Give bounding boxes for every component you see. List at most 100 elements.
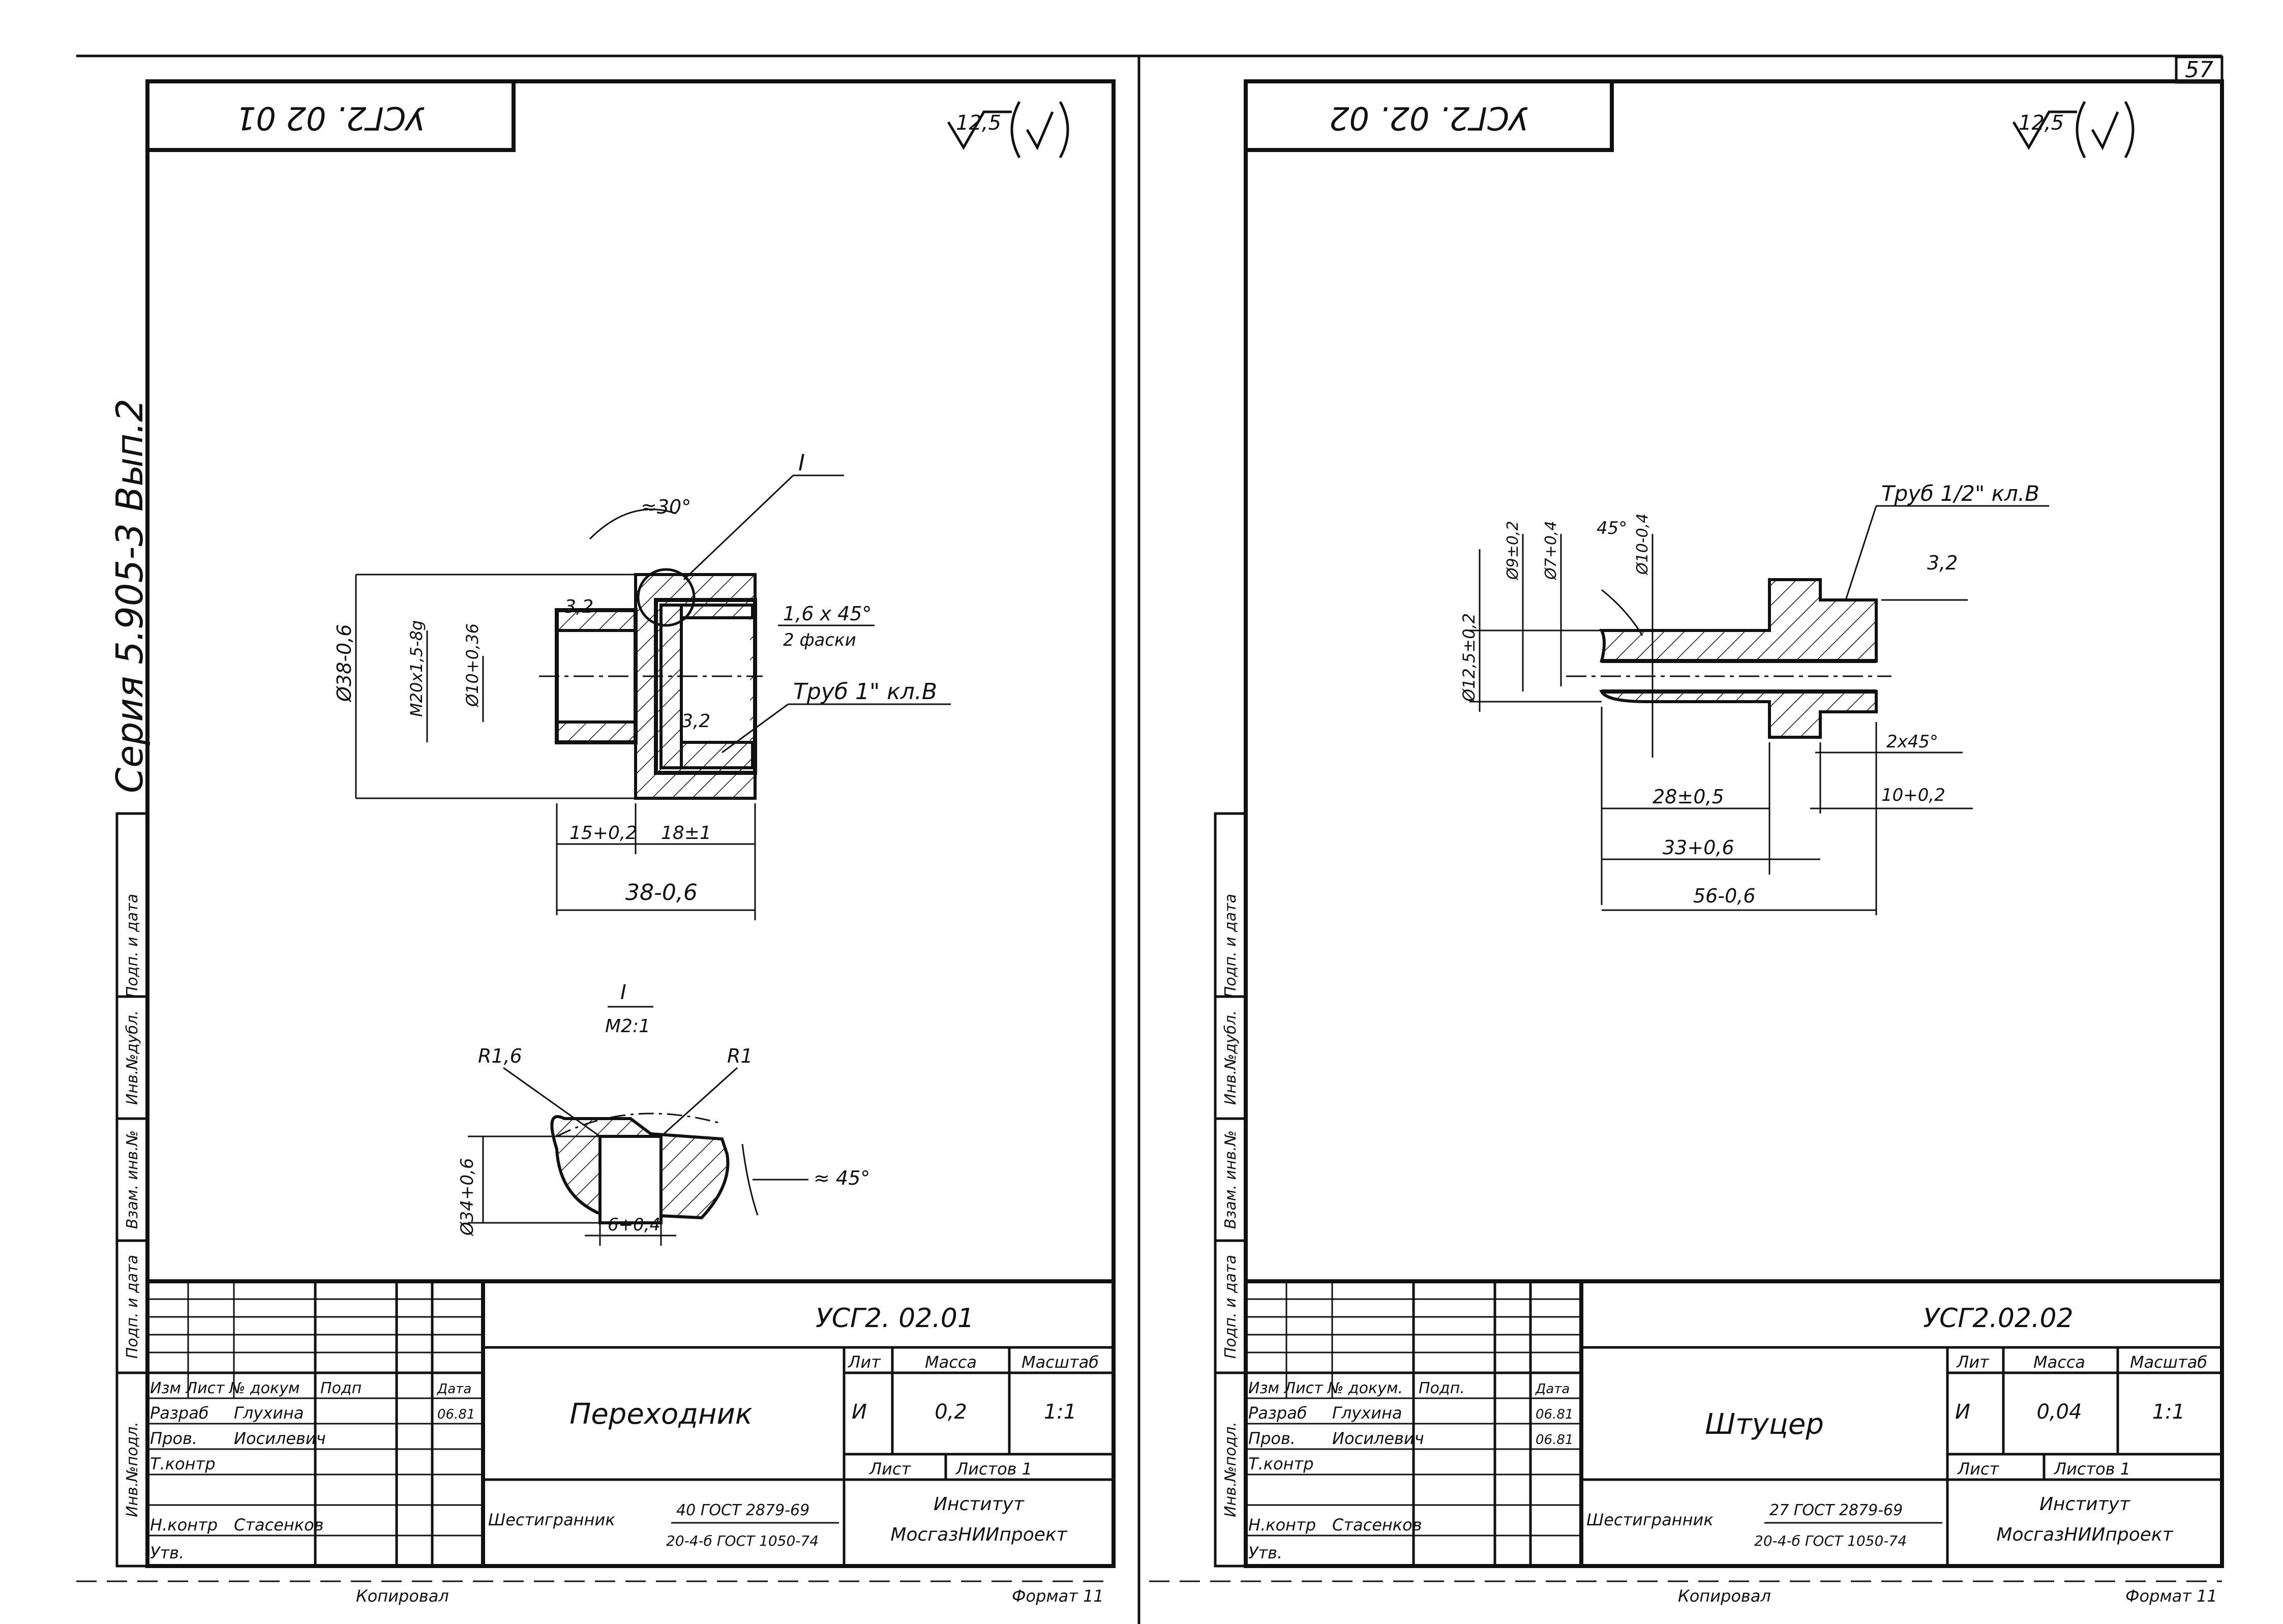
rough-32a: 3,2 <box>564 596 593 617</box>
right-row0-date: Дата <box>1535 1381 1570 1397</box>
dim-chamfer: 2x45° <box>1886 732 1938 752</box>
right-row2-role: Пров. <box>1248 1429 1296 1448</box>
dim-w6: 6+0,4 <box>608 1215 660 1235</box>
right-row3-role: Т.контр <box>1248 1454 1314 1473</box>
right-side-stamp-column <box>1214 812 1247 1568</box>
right-row0-sign: Подп. <box>1419 1379 1465 1397</box>
left-format: Формат 11 <box>1012 1586 1104 1606</box>
right-top-stamp-box <box>1244 79 1614 152</box>
detail-scale: М2:1 <box>605 1016 650 1037</box>
right-side-stamp-sign-date: Подп. и дата <box>1222 894 1240 998</box>
left-sheet-label: Лист <box>869 1459 911 1479</box>
dim-len15: 15+0,2 <box>569 823 637 844</box>
right-side-stamp-sign-date2: Подп. и дата <box>1222 1255 1240 1359</box>
dim-chamfer-count: 2 фаски <box>783 630 856 650</box>
left-lit-header: Лит <box>848 1352 881 1372</box>
left-copied: Копировал <box>356 1586 449 1606</box>
dim-len18: 18±1 <box>661 823 711 844</box>
left-material-std1: 40 ГОСТ 2879-69 <box>676 1501 809 1519</box>
left-row0-sign: Подп <box>320 1379 362 1397</box>
left-title-block: УСГ2. 02.01 Переходник Лит Масса Масштаб… <box>76 1279 1114 1606</box>
dim-d10: Ø10+0,36 <box>463 623 482 708</box>
left-row3-role: Т.контр <box>150 1454 216 1473</box>
left-scale-header: Масштаб <box>1022 1352 1099 1372</box>
left-sheet: УСГ2. 02 01 12,5 Подп. и дата Инв.№дубл.… <box>76 79 1116 1606</box>
left-row1-name: Глухина <box>234 1403 304 1423</box>
right-scale: 1:1 <box>2152 1400 2185 1424</box>
left-side-stamp-inv: Инв.№подл. <box>124 1422 141 1517</box>
left-material-std2: 20-4-б ГОСТ 1050-74 <box>666 1532 819 1549</box>
right-designation: УСГ2.02.02 <box>1923 1303 2073 1334</box>
left-side-stamp-replace: Взам. инв.№ <box>124 1130 141 1229</box>
adapter-section-view <box>539 568 763 800</box>
left-part-name: Переходник <box>569 1398 753 1431</box>
right-format: Формат 11 <box>2125 1586 2217 1606</box>
section-callout-mark: I <box>798 450 805 476</box>
detail-mark: I <box>620 981 626 1004</box>
dim-pipe-thread: Труб 1" кл.В <box>793 679 937 705</box>
right-org2: МосгазНИИпроект <box>1996 1524 2173 1545</box>
left-org1: Институт <box>934 1494 1025 1515</box>
right-roughness-value: 12,5 <box>2019 111 2064 135</box>
left-side-stamp-sign-date2: Подп. и дата <box>124 1255 141 1359</box>
left-mass: 0,2 <box>935 1400 967 1424</box>
right-sheets-label: Листов 1 <box>2054 1459 2130 1479</box>
right-row4-name: Стасенков <box>1332 1515 1422 1535</box>
detail-I-view: I М2:1 R1,6 R1 Ø34+0,6 6+0,4 ≈ 45° <box>457 981 870 1246</box>
dim-angle30: ≈30° <box>641 496 691 518</box>
left-mass-header: Масса <box>925 1352 977 1372</box>
left-row2-name: Иосилевич <box>234 1429 326 1448</box>
right-dimensions: Ø12,5±0,2 Ø9±0,2 Ø7+0,4 Ø10-0,4 45° Труб… <box>1459 481 2049 915</box>
dim-d10: Ø10-0,4 <box>1634 514 1651 576</box>
dim-len56: 56-0,6 <box>1693 885 1756 907</box>
left-top-stamp-box <box>145 79 516 152</box>
dim-d7: Ø7+0,4 <box>1542 521 1560 581</box>
left-row4-name: Стасенков <box>234 1515 324 1535</box>
dim-len10: 10+0,2 <box>1881 785 1945 805</box>
left-side-stamp-column <box>115 812 149 1568</box>
dim-d34: Ø34+0,6 <box>457 1158 477 1237</box>
left-roughness-mark: 12,5 <box>947 101 1069 159</box>
dim-len38: 38-0,6 <box>625 880 698 906</box>
dim-len28: 28±0,5 <box>1653 786 1724 808</box>
dim-len33: 33+0,6 <box>1663 836 1734 859</box>
right-org1: Институт <box>2039 1494 2130 1515</box>
left-row1-role: Разраб <box>150 1403 209 1423</box>
dim-thread: М20x1,5-8g <box>407 620 426 717</box>
right-row2-name: Иосилевич <box>1332 1429 1424 1448</box>
right-row0-role: Изм Лист № докум. <box>1248 1379 1403 1397</box>
left-row0-role: Изм Лист № докум <box>150 1379 299 1397</box>
left-side-stamp-dup: Инв.№дубл. <box>124 1010 141 1105</box>
dim-pipe-thread: Труб 1/2" кл.В <box>1881 481 2039 506</box>
right-part-name: Штуцер <box>1705 1408 1824 1441</box>
right-row1-role: Разраб <box>1248 1403 1307 1423</box>
right-lit: И <box>1955 1400 1970 1424</box>
rough-32b: 3,2 <box>681 711 710 732</box>
rough-32: 3,2 <box>1927 552 1958 574</box>
right-scale-header: Масштаб <box>2130 1352 2207 1372</box>
series-label: Серия 5.905-3 Вып.2 <box>108 399 151 793</box>
right-mass: 0,04 <box>2036 1400 2082 1424</box>
left-top-stamp: УСГ2. 02 01 <box>236 100 425 137</box>
right-sheet-label: Лист <box>1957 1459 1999 1479</box>
left-side-stamp-sign-date: Подп. и дата <box>124 894 141 998</box>
dim-d125: Ø12,5±0,2 <box>1459 613 1479 703</box>
right-material-std1: 27 ГОСТ 2879-69 <box>1769 1501 1903 1519</box>
left-sheets-label: Листов 1 <box>955 1459 1032 1479</box>
fitting-section-view <box>1566 578 1891 739</box>
right-roughness-mark: 12,5 <box>2012 101 2135 159</box>
right-frame <box>1244 79 2224 1568</box>
right-title-block: УСГ2.02.02 Штуцер Лит Масса Масштаб И 0,… <box>1149 1279 2222 1606</box>
dim-r1: R1 <box>727 1045 753 1067</box>
right-row1-name: Глухина <box>1332 1403 1402 1423</box>
dim-chamfer: 1,6 x 45° <box>783 603 872 625</box>
dim-ang45: 45° <box>1597 518 1627 538</box>
left-row1-date: 06.81 <box>437 1407 475 1422</box>
right-row1-date: 06.81 <box>1536 1407 1573 1422</box>
left-scale: 1:1 <box>1044 1400 1076 1424</box>
left-row2-role: Пров. <box>150 1429 197 1448</box>
right-lit-header: Лит <box>1956 1352 1990 1372</box>
dim-ang45: ≈ 45° <box>814 1167 870 1189</box>
left-material: Шестигранник <box>488 1510 615 1529</box>
right-side-stamp-inv: Инв.№подл. <box>1222 1422 1240 1517</box>
